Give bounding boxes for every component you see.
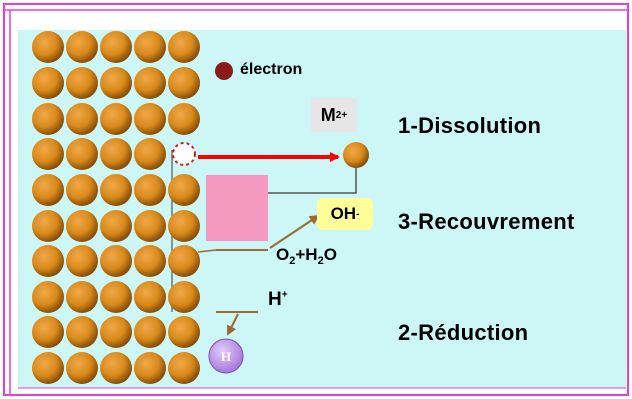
step-recouvrement-label: 3-Recouvrement [398,209,575,234]
metal-atom [32,281,64,313]
metal-atom [100,103,132,135]
metal-atom [100,67,132,99]
oxygen-water-label: O2+H2O [276,245,337,267]
metal-lattice [32,31,200,384]
metal-atom [168,316,200,348]
metal-atom [134,316,166,348]
metal-atom [100,138,132,170]
metal-atom [32,245,64,277]
oxygen-tail [197,249,217,253]
o2-suffix: O [323,245,337,264]
metal-atom [134,103,166,135]
metal-atom [168,103,200,135]
metal-atom [66,67,98,99]
hydroxide-symbol: OH [330,204,357,223]
metal-atom [100,210,132,242]
metal-atom [66,281,98,313]
metal-atom [168,174,200,206]
hydroxide-charge: - [356,208,360,220]
metal-atom [168,352,200,384]
metal-atom [66,174,98,206]
metal-atom [32,103,64,135]
metal-atom [134,138,166,170]
metal-atom [168,210,200,242]
metal-atom [134,67,166,99]
metal-atom [134,245,166,277]
metal-atom [100,31,132,63]
o2-mid: +H [295,245,318,264]
metal-atom [32,316,64,348]
electron-legend-label: électron [240,61,303,78]
o2-sub1: 2 [289,255,296,267]
metal-ion-atom [343,142,369,168]
hydroxide-label: OH- [317,198,373,230]
proton-charge: + [281,289,288,301]
metal-atom [32,210,64,242]
metal-atom [32,138,64,170]
metal-atom [134,31,166,63]
proton-reduction-arrow [227,313,239,336]
metal-atom [32,174,64,206]
o2-sub2: 2 [317,255,324,267]
metal-atom [66,316,98,348]
step-reduction-label: 2-Réduction [398,320,529,345]
hydrogen-atom-label: H [221,349,231,364]
metal-atom [66,352,98,384]
metal-atom [66,245,98,277]
hydrogen-atom [208,338,244,374]
metal-atom [66,103,98,135]
metal-atom [100,316,132,348]
metal-atom [134,352,166,384]
metal-atom [32,31,64,63]
metal-ion-charge: 2+ [335,109,348,121]
proton-label: H+ [268,289,288,311]
vacancy-atom [172,142,196,166]
metal-atom [100,281,132,313]
metal-atom [100,352,132,384]
electron-legend-icon [215,62,233,80]
metal-atom [32,352,64,384]
step-dissolution-label: 1-Dissolution [398,113,542,138]
metal-atom [66,31,98,63]
metal-atom [66,210,98,242]
metal-atom [168,245,200,277]
ion-film-connector [268,168,357,194]
metal-atom [134,174,166,206]
metal-atom [134,281,166,313]
proton-symbol: H [268,289,282,310]
metal-atom [32,67,64,99]
metal-atom [66,138,98,170]
corrosion-film [206,175,268,241]
metal-atom [100,245,132,277]
o2-prefix: O [276,245,290,264]
metal-atom [100,174,132,206]
metal-atom [168,281,200,313]
metal-ion-symbol: M [320,104,336,125]
metal-atom [168,31,200,63]
metal-atom [168,67,200,99]
oxygen-reduction-arrow [269,214,320,249]
metal-atom [134,210,166,242]
